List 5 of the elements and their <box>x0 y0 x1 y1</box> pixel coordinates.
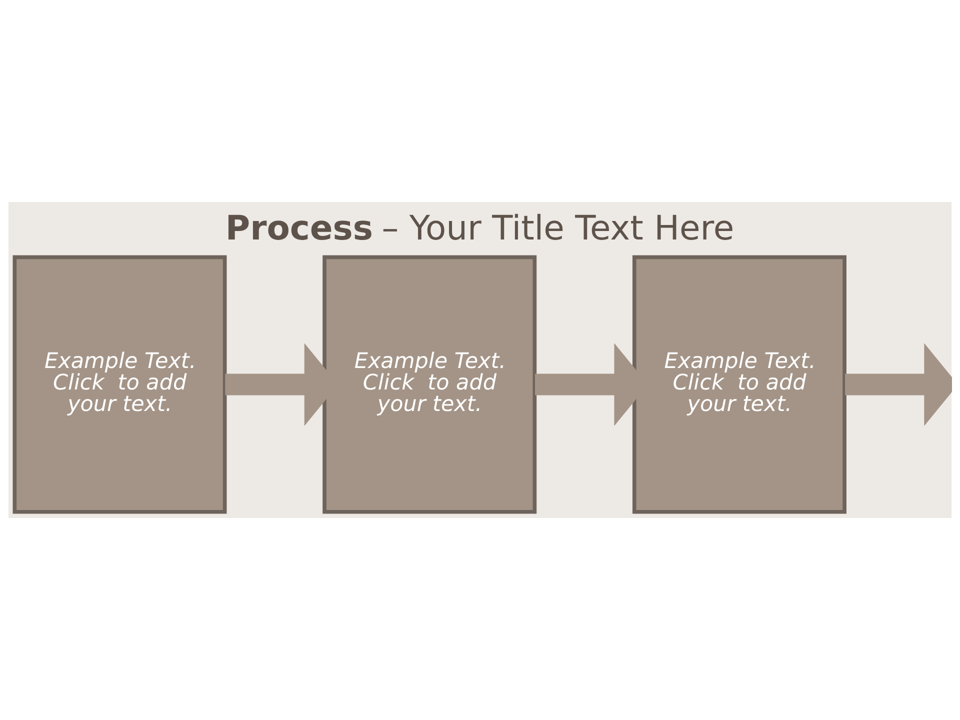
arrow <box>845 343 952 426</box>
node-box: Example Text. Click to add your text. <box>12 255 227 514</box>
node-box: Example Text. Click to add your text. <box>632 255 846 514</box>
node-box: Example Text. Click to add your text. <box>322 255 537 514</box>
diagram-title: Process – Your Title Text Here <box>225 208 734 248</box>
